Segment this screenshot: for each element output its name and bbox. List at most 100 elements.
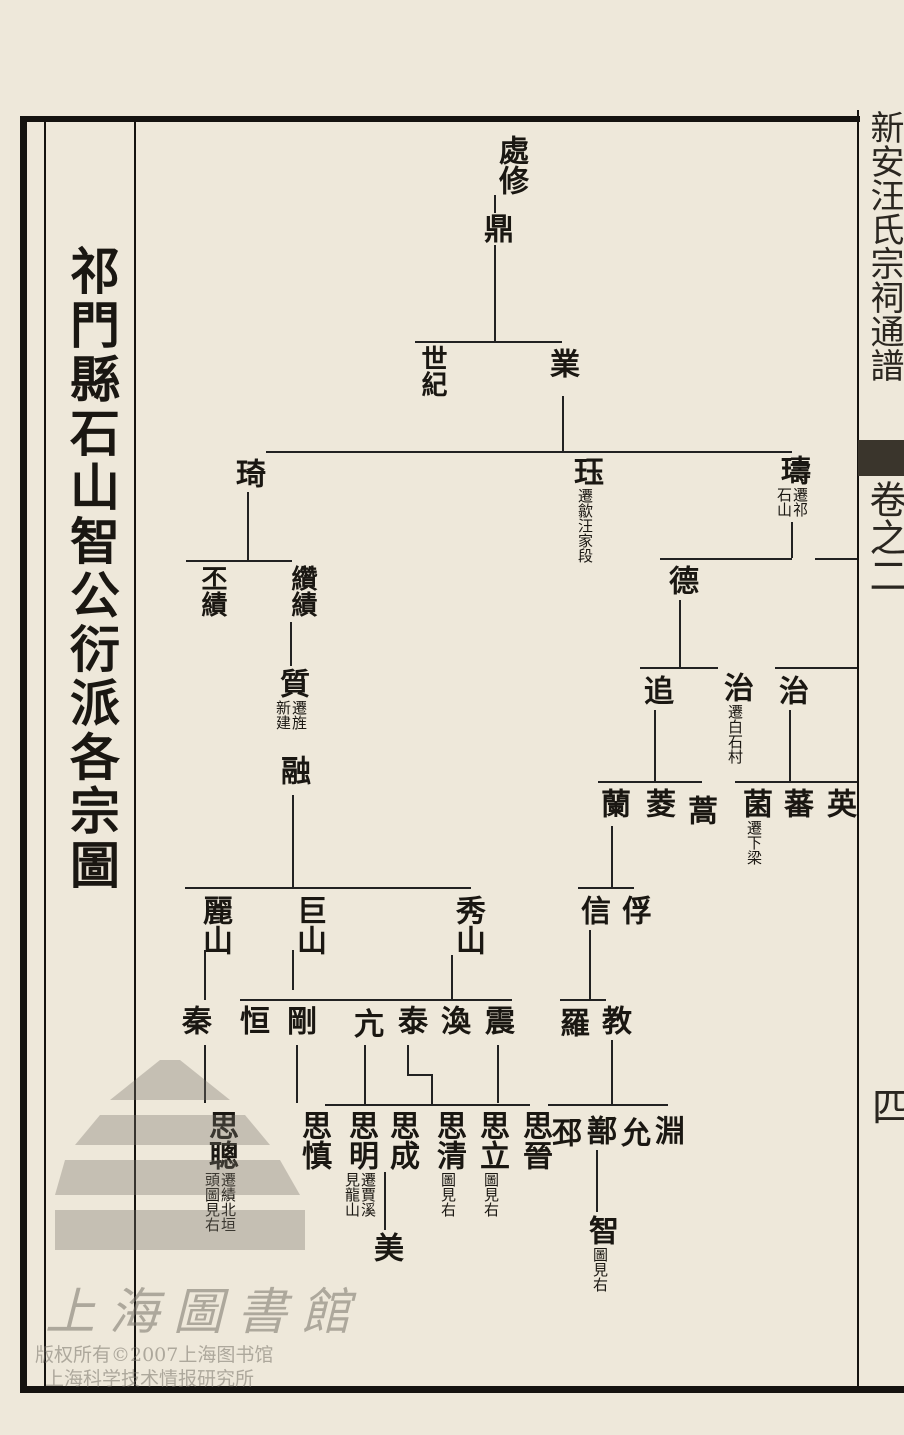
- connector-line: [494, 245, 496, 342]
- person-name: 治: [773, 675, 808, 705]
- person-node: 質遷旌新建: [274, 668, 309, 734]
- person-name: 秀山: [450, 895, 485, 955]
- connector-line: [204, 1045, 206, 1103]
- connector-line: [562, 396, 564, 452]
- person-name: 菌: [737, 788, 772, 818]
- person-name: 巨山: [291, 895, 326, 955]
- person-node: 麗山: [184, 895, 244, 955]
- person-node: 思晉: [504, 1110, 564, 1170]
- connector-line: [296, 1045, 298, 1103]
- person-node: 治: [773, 675, 808, 705]
- person-node: 德: [663, 565, 698, 595]
- frame-top: [20, 116, 860, 122]
- person-node: 亢: [348, 1008, 383, 1038]
- person-node: 思聰遷績北垣頭圖見右: [190, 1110, 250, 1238]
- person-name: 允: [615, 1117, 650, 1147]
- person-name: 羅: [554, 1007, 589, 1037]
- person-name: 秦: [176, 1005, 211, 1035]
- person-node: 追: [638, 675, 673, 705]
- person-node: 業: [544, 348, 579, 378]
- person-node: 英: [821, 788, 856, 818]
- connector-line: [775, 667, 857, 669]
- connector-line: [791, 522, 793, 558]
- library-logo-watermark: [55, 1060, 305, 1250]
- person-name: 璹: [775, 455, 810, 485]
- connector-line: [789, 710, 791, 782]
- person-node: 俘: [616, 895, 651, 925]
- connector-line: [611, 826, 613, 888]
- person-name: 追: [638, 675, 673, 705]
- person-name: 蒿: [682, 795, 717, 825]
- person-node: 思明遷賈溪見龍山: [330, 1110, 390, 1222]
- person-node: 思慎: [283, 1110, 343, 1170]
- connector-line: [431, 1074, 433, 1105]
- frame-bottom: [20, 1386, 904, 1393]
- person-node: 思成: [371, 1110, 431, 1170]
- connector-line: [451, 955, 453, 1000]
- person-name: 纘績: [287, 565, 317, 617]
- person-node: 蘭: [595, 788, 630, 818]
- connector-line: [589, 930, 591, 1000]
- connector-line: [578, 887, 634, 889]
- person-node: 允: [615, 1117, 650, 1147]
- person-name: 業: [544, 348, 579, 378]
- person-node: 蕃: [778, 788, 813, 818]
- connector-line: [185, 887, 471, 889]
- connector-line: [325, 1104, 530, 1106]
- person-node: 纘績: [276, 565, 328, 617]
- person-name: 德: [663, 565, 698, 595]
- person-node: 恒: [234, 1005, 269, 1035]
- person-node: 思清圖見右: [418, 1110, 478, 1217]
- person-note: 遷下梁: [745, 820, 763, 865]
- connector-line: [815, 558, 857, 560]
- page-title: 祁門縣石山智公衍派各宗圖: [62, 245, 121, 893]
- person-name: 鄯: [581, 1115, 616, 1145]
- connector-line: [290, 622, 292, 666]
- person-node: 震: [479, 1005, 514, 1035]
- connector-line: [596, 1150, 598, 1212]
- person-node: 世紀: [406, 345, 458, 397]
- connector-line: [292, 795, 294, 887]
- person-note: 遷績北垣頭圖見右: [203, 1172, 237, 1232]
- person-node: 珏遷歙汪家段: [545, 456, 625, 563]
- person-node: 思立圖見右: [461, 1110, 521, 1217]
- connector-line: [292, 950, 294, 990]
- page-number: 四: [872, 1085, 904, 1131]
- person-name: 震: [479, 1005, 514, 1035]
- connector-line: [598, 781, 702, 783]
- margin-book-title: 新安汪氏宗祠通譜: [864, 110, 904, 382]
- frame-inner-left: [44, 122, 46, 1386]
- person-name: 鼎: [478, 213, 513, 243]
- person-note: 遷祁石山: [775, 487, 809, 517]
- connector-line: [240, 999, 512, 1001]
- fishtail-mark: [858, 440, 904, 476]
- person-name: 思立: [474, 1110, 509, 1170]
- person-node: 秀山: [437, 895, 497, 955]
- person-name: 智: [583, 1215, 618, 1245]
- person-name: 渙: [435, 1005, 470, 1035]
- connector-line: [247, 492, 249, 560]
- frame-left: [20, 116, 27, 1393]
- person-name: 蘭: [595, 788, 630, 818]
- person-name: 英: [821, 788, 856, 818]
- connector-line: [560, 999, 606, 1001]
- person-node: 處修: [480, 135, 540, 195]
- connector-line: [204, 950, 206, 1000]
- person-node: 鄯: [581, 1115, 616, 1145]
- title-column-divider: [134, 122, 136, 1386]
- connector-line: [640, 667, 718, 669]
- person-name: 琦: [230, 458, 265, 488]
- connector-line: [407, 1045, 409, 1075]
- person-name: 菱: [640, 788, 675, 818]
- person-node: 鼎: [478, 213, 513, 243]
- person-note: 圖見右: [591, 1247, 609, 1292]
- connector-line: [497, 1045, 499, 1103]
- connector-line: [679, 600, 681, 668]
- person-name: 治: [718, 672, 753, 702]
- person-node: 信: [575, 895, 610, 925]
- connector-line: [415, 341, 562, 343]
- person-node: 智圖見右: [576, 1215, 624, 1292]
- person-name: 剛: [281, 1005, 316, 1035]
- person-name: 恒: [234, 1005, 269, 1035]
- person-note: 遷白石村: [726, 704, 744, 764]
